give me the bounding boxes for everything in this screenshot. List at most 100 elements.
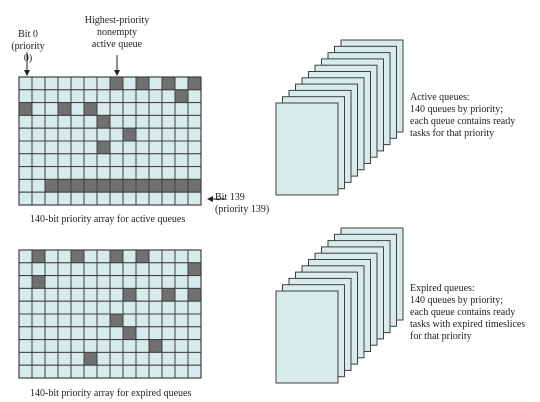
bit-cell [187,102,202,116]
bit-cell [83,364,98,379]
bit-cell [18,178,33,193]
bit-cell [31,287,46,302]
bit-cell [18,351,33,366]
bit-cell [44,140,59,155]
bit-cell [44,102,59,116]
bit-cell [96,262,111,277]
bit-cell [83,191,98,206]
bit-cell [161,262,176,277]
bit-cell [109,191,124,206]
bit-cell [70,102,85,116]
bit-cell [187,249,202,264]
bit-cell [135,326,150,341]
bit-cell [44,89,59,104]
bit-cell [83,275,98,289]
bit-cell [174,249,189,264]
bit-cell [44,300,59,315]
bit-cell [161,313,176,328]
bit-cell [109,102,124,116]
bit-cell [148,275,163,289]
bit-cell-set [122,127,137,142]
bit-cell [161,89,176,104]
bit-cell [161,127,176,142]
bit-cell [70,326,85,341]
bit-cell [70,89,85,104]
bit-cell [109,114,124,129]
bit-cell [57,287,72,302]
bit-cell [109,364,124,379]
bit-cell [70,300,85,315]
bit-cell-set [174,178,189,193]
bit-cell [18,287,33,302]
bit-cell [187,364,202,379]
bit-cell [18,313,33,328]
array-border [18,76,202,206]
bit-cell [135,102,150,116]
expired-queues-description: Expired queues: 140 queues by priority; … [410,283,526,342]
bit-cell [135,127,150,142]
bit-cell [109,262,124,277]
bit-cell [135,262,150,277]
bit-cell [44,114,59,129]
bit-cell [44,191,59,206]
bit-cell [96,364,111,379]
bit-cell [57,313,72,328]
expired-queue-stack [275,227,404,384]
bit-cell-set [109,249,124,264]
bit-cell [109,140,124,155]
bit-cell [135,313,150,328]
bit-cell-set [187,76,202,91]
bit-cell [161,300,176,315]
bit-cell [122,275,137,289]
bit-cell [161,351,176,366]
bit-cell [44,313,59,328]
bit-cell [31,140,46,155]
bit-cell [44,249,59,264]
bit-cell [187,275,202,289]
bit-cell [122,300,137,315]
bit-cell [174,364,189,379]
bit-cell-set [148,178,163,193]
bit-cell [96,191,111,206]
bit-cell-set [96,114,111,129]
bit-cell [70,275,85,289]
bit-cell [96,166,111,180]
bit-cell [44,76,59,91]
bit-cell [44,287,59,302]
bit-cell [174,153,189,168]
active-queues-description: Active queues: 140 queues by priority; e… [410,92,516,139]
bit-cell [122,76,137,91]
bit-cell-set [161,178,176,193]
bit-cell [161,166,176,180]
bit-cell [187,313,202,328]
bit-cell [18,364,33,379]
bit-cell [18,191,33,206]
bit-cell [122,114,137,129]
queue-page [275,290,339,384]
bit-cell [174,140,189,155]
bit-cell [148,351,163,366]
bit-cell-set [70,178,85,193]
bit-cell [31,153,46,168]
bit-cell [96,351,111,366]
bit-cell [148,191,163,206]
bit-cell [31,127,46,142]
bit-cell [70,351,85,366]
bit-cell [135,351,150,366]
active-array-caption: 140-bit priority array for active queues [30,214,186,225]
bit-cell [31,178,46,193]
bit-cell-set [135,178,150,193]
bit-cell [187,326,202,341]
bit-cell [122,364,137,379]
bit-cell [96,102,111,116]
bit-cell [109,351,124,366]
bit-cell [187,89,202,104]
array-border [18,249,202,379]
bit-cell-set [83,178,98,193]
bit-cell [18,249,33,264]
bit-cell [135,364,150,379]
bit-cell-set [44,178,59,193]
bit-cell-set [18,102,33,116]
bit-cell-set [122,287,137,302]
